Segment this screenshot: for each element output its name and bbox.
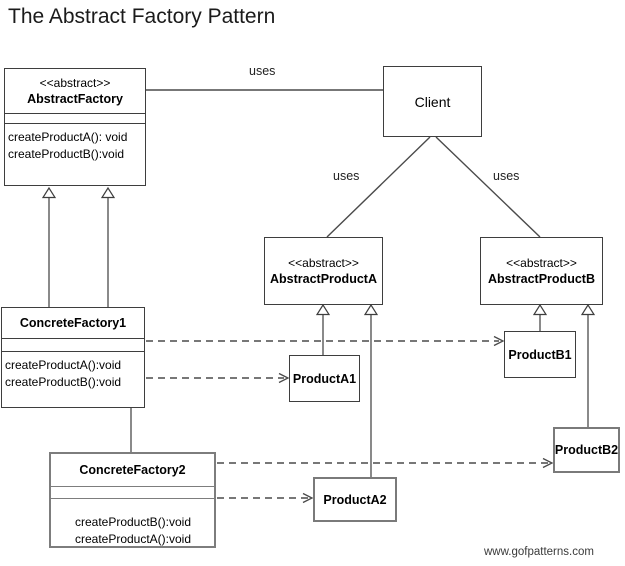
stereotype-label: <<abstract>> xyxy=(506,255,577,270)
class-product-a1: ProductA1 xyxy=(289,355,360,402)
attributes-section xyxy=(5,113,145,124)
arrow-right-icon xyxy=(493,335,505,347)
class-abstract-product-b: <<abstract>> AbstractProductB xyxy=(480,237,603,305)
class-name: ConcreteFactory2 xyxy=(79,463,186,477)
class-abstract-product-a: <<abstract>> AbstractProductA xyxy=(264,237,383,305)
class-header: <<abstract>> AbstractFactory xyxy=(5,69,145,113)
arrow-right-icon xyxy=(302,492,314,504)
class-name: ProductA1 xyxy=(292,371,357,386)
class-client: Client xyxy=(383,66,482,137)
class-name: AbstractProductA xyxy=(270,271,377,286)
methods-section: createProductA(): void createProductB():… xyxy=(5,124,145,163)
methods-section: createProductB():void createProductA():v… xyxy=(51,499,214,548)
method-label: createProductB():void xyxy=(5,375,122,389)
class-abstract-factory: <<abstract>> AbstractFactory createProdu… xyxy=(4,68,146,186)
attributes-section xyxy=(2,338,144,352)
triangle-up-icon xyxy=(315,303,331,316)
association-client-abstractproducta xyxy=(326,136,431,238)
edge-label-uses-product-a: uses xyxy=(333,169,360,183)
watermark-text: www.gofpatterns.com xyxy=(484,546,594,558)
class-name: ProductA2 xyxy=(323,492,387,507)
inheritance-lines xyxy=(48,197,589,477)
class-name: ProductB1 xyxy=(508,347,572,362)
triangle-up-icon xyxy=(580,303,596,316)
inheritance-triangle-icons xyxy=(41,186,596,316)
arrow-right-icon xyxy=(278,372,290,384)
edge-label-uses-factory: uses xyxy=(249,64,276,78)
triangle-up-icon xyxy=(532,303,548,316)
stereotype-label: <<abstract>> xyxy=(288,255,359,270)
class-concrete-factory-1: ConcreteFactory1 createProductA():void c… xyxy=(1,307,145,408)
method-label: createProductB():void xyxy=(74,515,192,529)
class-name: AbstractProductB xyxy=(488,271,595,286)
method-label: createProductB():void xyxy=(8,147,125,161)
class-product-b1: ProductB1 xyxy=(504,331,576,378)
class-product-a2: ProductA2 xyxy=(313,477,397,522)
class-header: ConcreteFactory1 xyxy=(2,308,144,338)
attributes-section xyxy=(51,486,214,499)
triangle-up-icon xyxy=(363,303,379,316)
triangle-up-icon xyxy=(41,186,57,199)
association-client-abstractproductb xyxy=(435,136,541,238)
association-lines xyxy=(146,89,541,238)
triangle-up-icon xyxy=(100,186,116,199)
method-label: createProductA():void xyxy=(5,358,122,372)
method-label: createProductA(): void xyxy=(8,130,128,144)
class-concrete-factory-2: ConcreteFactory2 createProductB():void c… xyxy=(49,452,216,548)
class-name: Client xyxy=(414,93,451,110)
class-header: ConcreteFactory2 xyxy=(51,454,214,486)
page-title: The Abstract Factory Pattern xyxy=(8,5,276,28)
edge-label-uses-product-b: uses xyxy=(493,169,520,183)
class-name: ConcreteFactory1 xyxy=(19,316,127,330)
dependency-lines xyxy=(146,340,548,499)
class-product-b2: ProductB2 xyxy=(553,427,620,473)
arrow-right-icon xyxy=(542,457,554,469)
class-name: ProductB2 xyxy=(554,443,619,457)
stereotype-label: <<abstract>> xyxy=(39,75,111,90)
class-name: AbstractFactory xyxy=(27,91,123,106)
methods-section: createProductA():void createProductB():v… xyxy=(2,352,144,391)
method-label: createProductA():void xyxy=(74,532,192,546)
dependency-arrowhead-icons xyxy=(278,335,554,504)
